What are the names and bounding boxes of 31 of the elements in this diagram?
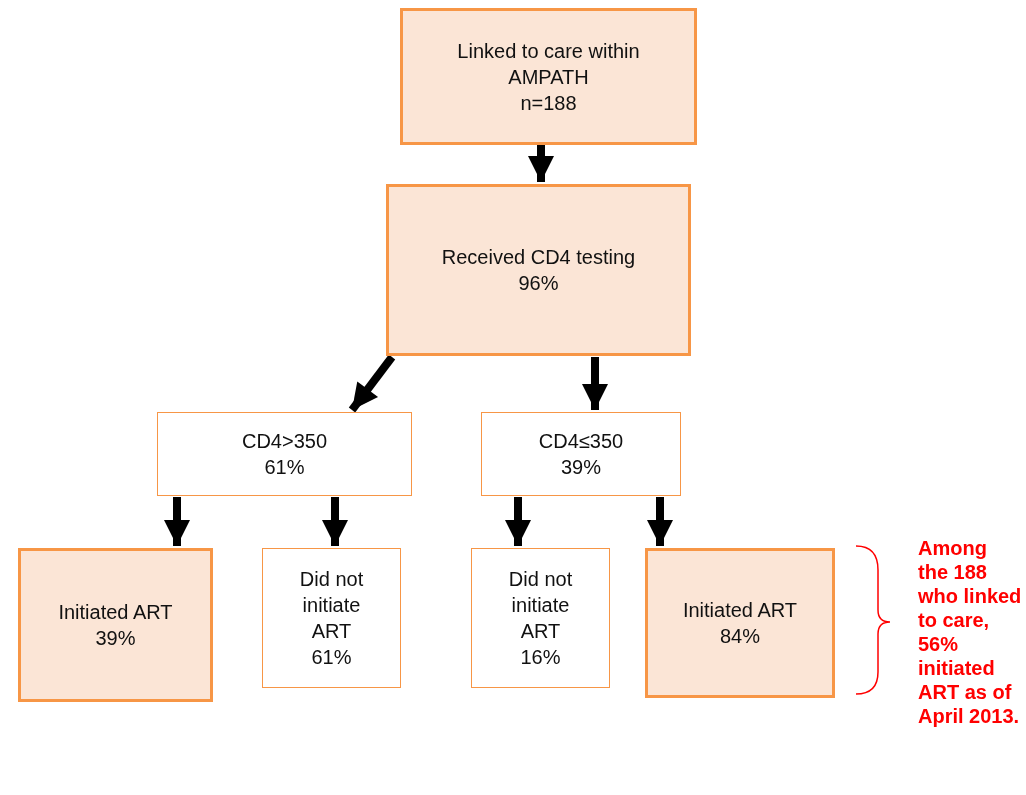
box-text: Did not initiate ART [507, 567, 574, 644]
box-text: CD4≤350 [538, 429, 624, 454]
box-text: 61% [311, 645, 352, 670]
box-text: Received CD4 testing [441, 245, 636, 270]
box-text: 61% [264, 455, 305, 480]
flow-box [157, 412, 412, 496]
arrow [348, 354, 396, 413]
flow-box [481, 412, 681, 496]
box-text: 96% [518, 271, 559, 296]
box-text: 39% [561, 455, 601, 480]
arrow [528, 145, 554, 182]
arrow [647, 497, 673, 546]
box-text: Did not initiate ART [298, 567, 365, 644]
box-text: 16% [520, 645, 561, 670]
flow-box [471, 548, 610, 688]
flow-box [18, 548, 213, 702]
flow-box [262, 548, 401, 688]
box-text: n=188 [520, 90, 577, 116]
arrow [582, 357, 608, 410]
flow-box [400, 8, 697, 145]
box-text: 84% [720, 624, 760, 649]
arrow [164, 497, 190, 546]
flow-box [386, 184, 691, 356]
box-text: CD4>350 [241, 429, 328, 454]
box-text: Initiated ART [58, 600, 173, 625]
box-text: 39% [95, 626, 136, 651]
box-text: Initiated ART [682, 598, 798, 623]
arrow [322, 497, 348, 546]
flow-box [645, 548, 835, 698]
arrow [505, 497, 531, 546]
note-text: Among the 188 who linked to care, 56% initiated ART as of April 2013. [918, 536, 1022, 728]
